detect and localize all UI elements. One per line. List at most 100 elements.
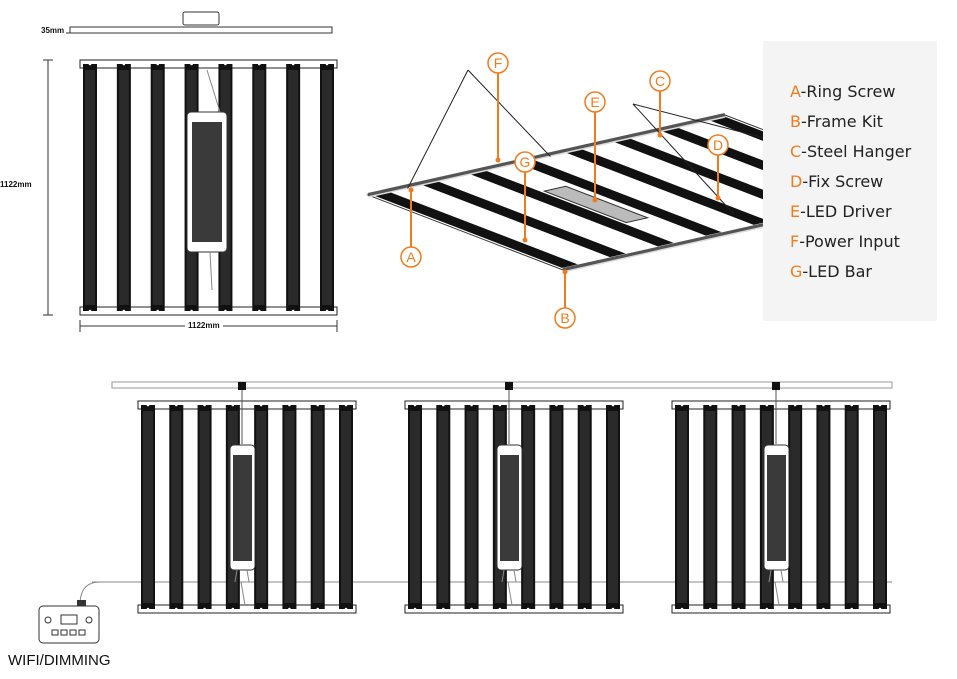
led-bar-lens	[677, 411, 687, 603]
fix-screw	[413, 607, 417, 611]
iso-frame-rail	[367, 113, 726, 197]
controller-label: WIFI/DIMMING	[8, 652, 111, 669]
callout-dot	[522, 237, 528, 243]
legend-label: -Frame Kit	[800, 112, 883, 131]
callout-e: E	[584, 91, 606, 203]
chain-driver-cables	[234, 569, 250, 606]
callout-circle	[554, 307, 576, 329]
led-bar-lens	[143, 411, 153, 603]
fix-screw	[737, 607, 740, 611]
iso-led-bar	[518, 160, 722, 236]
fix-screw	[878, 403, 882, 407]
hanger-clip	[505, 382, 513, 390]
iso-led-bar	[374, 192, 578, 268]
led-bar-lens	[118, 70, 129, 305]
frame-top-rail	[404, 400, 624, 410]
frame-top-rail	[79, 59, 338, 69]
fix-screw	[680, 607, 684, 611]
legend-label: -LED Driver	[800, 202, 892, 221]
fix-screw	[190, 309, 193, 313]
callout-letter: A	[406, 249, 416, 265]
frame-bottom-rail	[137, 604, 357, 614]
fix-screw	[231, 607, 235, 611]
legend-item-frame-kit: B-Frame Kit	[790, 112, 883, 131]
fix-screw	[413, 403, 417, 407]
fix-screw	[190, 62, 193, 66]
hanger-clip	[772, 382, 780, 390]
width-dimension-label: 1122mm	[185, 321, 223, 330]
callout-dot	[657, 132, 663, 138]
fix-screw	[441, 403, 445, 407]
fix-screw	[850, 403, 854, 407]
fix-screw	[146, 607, 150, 611]
legend-letter: D	[790, 172, 803, 191]
frame-bottom-rail	[79, 306, 338, 316]
legend-item-ring-screw: A-Ring Screw	[790, 82, 895, 101]
controller-button	[51, 629, 59, 636]
callout-b: B	[554, 269, 576, 329]
fix-screw	[203, 607, 206, 611]
fix-screw	[470, 607, 473, 611]
fix-screw	[88, 309, 92, 313]
controller-button	[60, 629, 68, 636]
callout-a: A	[400, 187, 422, 268]
callout-circle	[649, 70, 671, 92]
led-bar-lens	[466, 411, 477, 603]
fix-screw	[526, 403, 530, 407]
legend-label: -Ring Screw	[800, 82, 896, 101]
callout-circle	[400, 246, 422, 268]
controller-button	[69, 629, 77, 636]
iso-led-driver	[542, 185, 650, 224]
frame-bottom-rail	[671, 604, 891, 614]
fix-screw	[316, 403, 320, 407]
controller-connector	[77, 600, 86, 606]
led-bar-lens	[551, 411, 562, 603]
legend-label: -Steel Hanger	[801, 142, 912, 161]
fix-screw	[291, 309, 295, 313]
frame-top-rail	[671, 400, 891, 410]
legend-letter: C	[790, 142, 802, 161]
fix-screw	[793, 607, 797, 611]
led-bar-lens	[322, 70, 332, 305]
fix-screw	[526, 607, 530, 611]
callout-circle	[514, 151, 536, 173]
fix-screw	[146, 403, 150, 407]
callout-letter: E	[590, 94, 599, 110]
led-bar-lens	[846, 411, 857, 603]
fix-screw	[291, 62, 295, 66]
led-bar-lens	[875, 411, 885, 603]
fix-screw	[203, 403, 206, 407]
fix-screw	[680, 403, 684, 407]
iso-steel-hanger	[407, 69, 469, 189]
fix-screw	[344, 607, 348, 611]
legend-item-led-bar: G-LED Bar	[790, 262, 872, 281]
fix-screw	[174, 607, 178, 611]
led-bar-lens	[790, 411, 801, 603]
legend-item-led-driver: E-LED Driver	[790, 202, 892, 221]
fix-screw	[737, 403, 740, 407]
controller-button	[78, 629, 86, 636]
front-view-power-cable	[206, 69, 221, 113]
legend-item-steel-hanger: C-Steel Hanger	[790, 142, 911, 161]
led-bar-lens	[438, 411, 449, 603]
led-bar-lens	[818, 411, 829, 603]
side-profile	[69, 26, 333, 34]
led-bar-lens	[288, 70, 299, 305]
chain-driver-fins	[767, 455, 786, 561]
fix-screw	[441, 607, 445, 611]
hanger-clip	[238, 382, 246, 390]
fix-screw	[822, 403, 825, 407]
fix-screw	[288, 403, 291, 407]
fix-screw	[231, 403, 235, 407]
fix-screw	[88, 62, 92, 66]
fix-screw	[555, 403, 558, 407]
callout-circle	[487, 52, 509, 74]
callout-dot	[408, 187, 414, 193]
iso-frame-rail-highlight	[367, 116, 726, 198]
callout-d: D	[707, 134, 729, 201]
legend-panel	[763, 41, 937, 321]
fix-screw	[122, 309, 126, 313]
chain-driver-cables	[768, 569, 784, 606]
legend-letter: F	[790, 232, 800, 251]
hanging-rail	[111, 381, 893, 389]
